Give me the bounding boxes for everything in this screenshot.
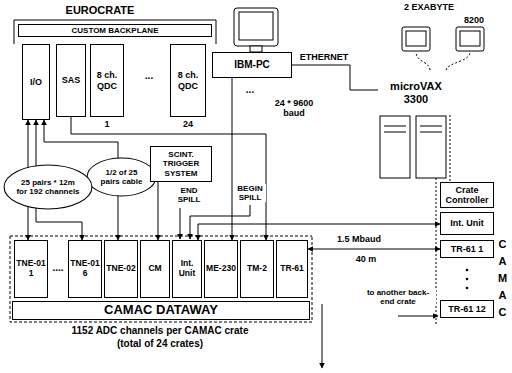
qdc-module: 8 ch. QDC bbox=[90, 44, 124, 117]
tape-drive bbox=[456, 27, 484, 51]
node-text: Int. Unit bbox=[174, 259, 200, 279]
tape-drive-screen bbox=[406, 31, 426, 46]
node-text: TR-61 bbox=[280, 264, 304, 274]
node-text: I/O bbox=[30, 77, 42, 87]
node-text: Int. Unit bbox=[450, 218, 484, 228]
text-label: 1 bbox=[98, 119, 116, 129]
signal-arrow bbox=[180, 208, 181, 239]
link-arrow bbox=[322, 304, 323, 368]
tape-drive bbox=[402, 27, 430, 51]
camac-module: TM-2 bbox=[240, 240, 274, 298]
computer-tower bbox=[416, 116, 446, 178]
edge-label: 1.5 Mbaud bbox=[326, 234, 392, 244]
tower-slots bbox=[384, 126, 442, 132]
cable-callout: 25 pairs * 12m for 192 channels bbox=[3, 164, 93, 210]
camac-module: Int. Unit bbox=[440, 212, 494, 235]
camac-module: ME-230 bbox=[204, 240, 238, 298]
text-label: 1152 ADC channels per CAMAC crate bbox=[20, 325, 300, 337]
camac-module: CM bbox=[140, 240, 170, 298]
node-text: CAMAC DATAWAY bbox=[104, 303, 218, 318]
node-text: microVAX 3300 bbox=[379, 80, 453, 105]
camac-module: TNE-01 6 bbox=[68, 240, 102, 298]
connector bbox=[292, 65, 378, 90]
node-text: Crate Controller bbox=[442, 185, 492, 206]
computer-label: microVAX 3300 bbox=[378, 70, 454, 115]
signal-arrow bbox=[190, 205, 250, 239]
camac-module: TNE-01 1 bbox=[14, 240, 48, 298]
text-label: CAMAC bbox=[497, 236, 508, 321]
dot bbox=[466, 287, 469, 290]
connector bbox=[198, 224, 440, 240]
node-text: SCINT. TRIGGER SYSTEM bbox=[152, 150, 210, 178]
node-text: 25 pairs * 12m for 192 channels bbox=[16, 178, 80, 196]
computer-tower bbox=[380, 116, 410, 178]
text-label: BEGIN SPILL bbox=[234, 184, 266, 202]
node-text: TM-2 bbox=[247, 264, 267, 274]
connector bbox=[158, 182, 159, 240]
node-text: TR-61 12 bbox=[448, 304, 486, 314]
tape-drive-screen bbox=[460, 31, 480, 46]
connector bbox=[450, 115, 451, 182]
node-text: TNE-01 1 bbox=[16, 259, 46, 279]
edge-label: 24 * 9600 baud bbox=[270, 98, 318, 119]
text-label: (total of 24 crates) bbox=[20, 338, 300, 350]
camac-module: Int. Unit bbox=[172, 240, 202, 298]
cable-callout: 1/2 of 25 pairs cable bbox=[86, 157, 157, 197]
node-text: 8 ch. QDC bbox=[172, 70, 204, 91]
camac-module: TR-61 12 bbox=[440, 300, 494, 318]
eurocrate-frame bbox=[14, 20, 216, 44]
node-text: 8 ch. QDC bbox=[92, 70, 122, 91]
node-text: TNE-02 bbox=[106, 264, 135, 274]
text-label: EUROCRATE bbox=[60, 4, 140, 17]
connector bbox=[308, 249, 440, 250]
camac-module: TNE-02 bbox=[104, 240, 138, 298]
monitor bbox=[234, 8, 278, 46]
computer-box: IBM-PC bbox=[212, 52, 292, 78]
dot bbox=[466, 278, 469, 281]
text-label: 2 EXABYTE bbox=[404, 2, 464, 12]
node-text: TR-61 1 bbox=[451, 244, 484, 254]
sas-module: SAS bbox=[56, 44, 86, 117]
node-text: CM bbox=[148, 264, 161, 274]
node-text: CUSTOM BACKPLANE bbox=[72, 26, 159, 35]
node-text: TNE-01 6 bbox=[70, 259, 100, 279]
camac-module: TR-61 1 bbox=[440, 240, 494, 258]
text-label: to another back-end crate bbox=[360, 288, 436, 306]
io-module: I/O bbox=[22, 44, 50, 120]
node-text: 1/2 of 25 pairs cable bbox=[97, 168, 147, 186]
text-label: 40 m bbox=[346, 254, 386, 264]
camac-crate-frame bbox=[10, 236, 312, 322]
connector bbox=[71, 117, 266, 240]
camac-module: Crate Controller bbox=[440, 182, 494, 208]
text-label: 24 bbox=[178, 119, 198, 129]
connector bbox=[232, 78, 233, 240]
backplane-band: CUSTOM BACKPLANE bbox=[18, 24, 212, 37]
node-text: ME-230 bbox=[206, 264, 236, 274]
monitor-screen bbox=[239, 12, 273, 40]
dot bbox=[466, 269, 469, 272]
text-label: END SPILL bbox=[172, 186, 206, 204]
camac-module: TR-61 bbox=[276, 240, 308, 298]
qdc-module: 8 ch. QDC bbox=[170, 44, 206, 117]
node-text: IBM-PC bbox=[234, 59, 270, 71]
ellipse-outline bbox=[4, 165, 92, 209]
text-label: .... bbox=[48, 262, 68, 274]
text-label: 8200 bbox=[464, 15, 488, 25]
scsi-cable bbox=[416, 52, 470, 70]
text-label: ... bbox=[238, 84, 262, 96]
node-text: SAS bbox=[62, 75, 81, 85]
ellipse-outline bbox=[87, 158, 156, 196]
link-arrow bbox=[398, 316, 438, 317]
edge-label: ETHERNET bbox=[296, 52, 352, 62]
text-label: ... bbox=[134, 70, 164, 82]
trigger-box: SCINT. TRIGGER SYSTEM bbox=[150, 146, 212, 182]
dataway-band: CAMAC DATAWAY bbox=[12, 301, 310, 320]
